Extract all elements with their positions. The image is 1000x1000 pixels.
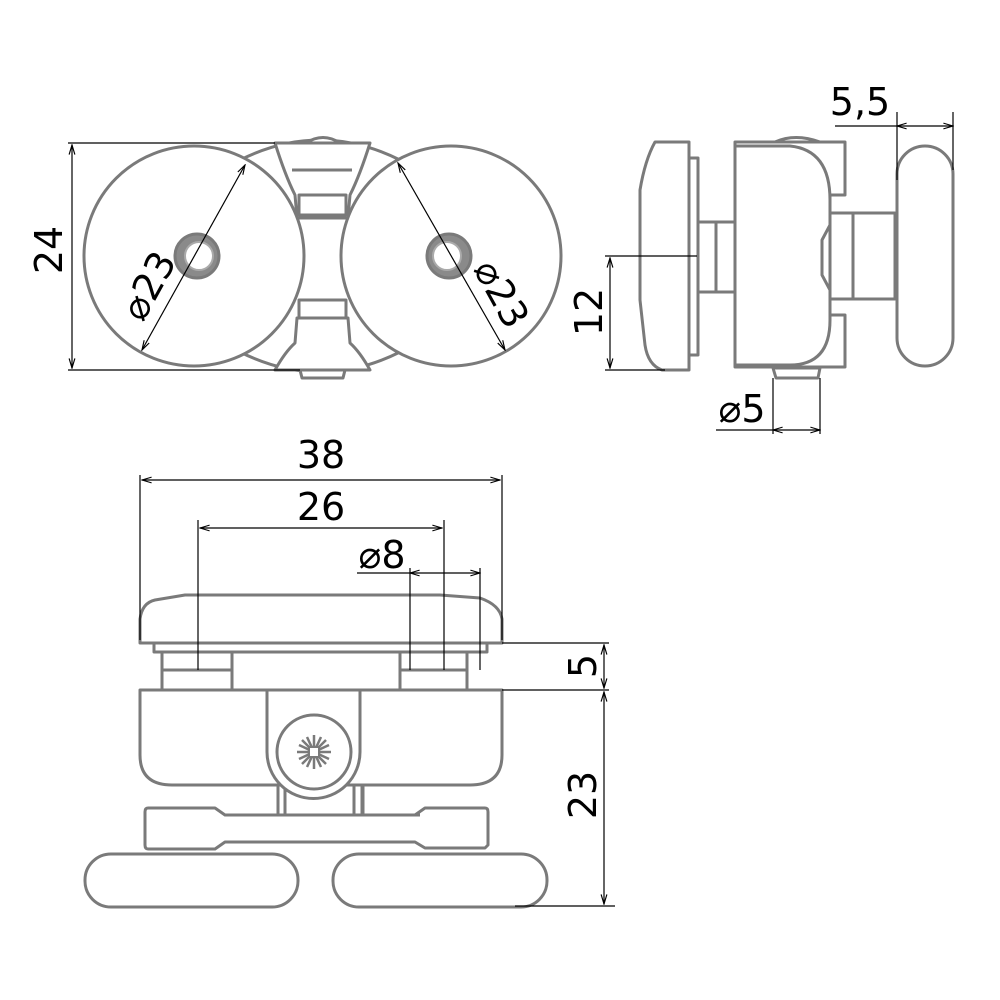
axle-height-label: 12 <box>567 288 611 336</box>
post-height-label: 5 <box>561 654 605 678</box>
body-height-label: 23 <box>561 771 605 819</box>
bottom-pin <box>298 368 347 380</box>
torx-icon <box>297 735 331 769</box>
spool-bottom <box>273 316 372 372</box>
pin-diameter-label: ⌀5 <box>718 387 765 431</box>
front-view: 24 ⌀23 ⌀23 <box>27 136 563 380</box>
bottom-wheel-right <box>331 852 549 909</box>
side-wheel-right <box>895 144 955 368</box>
overall-width-label: 38 <box>297 433 345 477</box>
bottom-wheel-left <box>83 852 300 909</box>
side-pin <box>771 366 822 380</box>
lower-plate <box>143 806 490 851</box>
mount-plate <box>138 593 504 645</box>
side-view: 5,5 12 ⌀5 <box>567 80 955 434</box>
bottom-view: 38 26 ⌀8 5 23 <box>83 433 615 909</box>
post-spacing-label: 26 <box>297 485 345 529</box>
height-dimension-label: 24 <box>27 226 71 274</box>
post-diameter-label: ⌀8 <box>358 533 405 577</box>
wheel-width-label: 5,5 <box>830 80 890 124</box>
